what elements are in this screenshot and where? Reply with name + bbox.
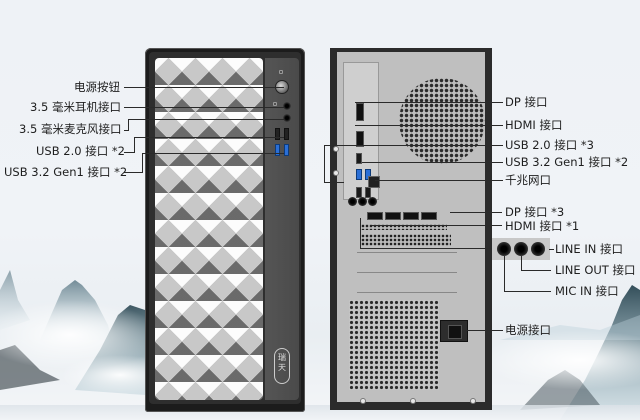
front-usb3-port-2: [284, 144, 289, 156]
screw: [333, 170, 339, 176]
front-usb2-port-2: [284, 128, 289, 140]
callout-line-power-button: [124, 87, 284, 88]
expansion-vent: [361, 234, 451, 246]
gpu-dp-port-1: [385, 212, 401, 220]
callout-line-line-out: [521, 270, 551, 271]
callout-line-usb3-v: [142, 153, 143, 173]
callout-line-usb2-v: [134, 137, 135, 152]
headphone-jack: [283, 102, 291, 110]
gpu-dp-port-3: [421, 212, 437, 220]
callout-line-mic: [128, 119, 284, 120]
rear-mic-in-jack: [348, 197, 357, 206]
rear-hdmi-port: [356, 131, 364, 147]
label-power-socket: 电源接口: [505, 323, 551, 337]
power-socket: [440, 320, 468, 342]
callout-line-mic-v: [128, 119, 129, 130]
callout-line-line-in: [549, 249, 554, 250]
callout-line-audio-v: [360, 218, 361, 248]
callout-line-line-out-v: [521, 256, 522, 270]
audio-jacks-callout: [492, 238, 550, 260]
gpu-dp-port-2: [403, 212, 419, 220]
callout-line-usb3: [142, 153, 284, 154]
callout-line-usb3-rear: [362, 162, 503, 163]
mic-in-jack-enlarged: [497, 242, 511, 256]
label-rear-usb3: USB 3.2 Gen1 接口 *2: [505, 155, 629, 169]
screw: [410, 398, 416, 404]
label-front-usb3: USB 3.2 Gen1 接口 *2: [4, 165, 128, 179]
pc-rear-view: [330, 48, 492, 410]
psu-vent-grill: [349, 300, 439, 390]
callout-line-usb2-rear-tick: [324, 182, 344, 183]
label-dp: DP 接口: [505, 95, 548, 109]
screw: [360, 398, 366, 404]
gpu-vent: [361, 224, 447, 230]
screw: [333, 146, 339, 152]
callout-line-usb3-tick: [124, 172, 143, 173]
screw: [470, 398, 476, 404]
callout-line-power-socket: [465, 330, 503, 331]
microphone-jack: [283, 114, 291, 122]
label-gigabit-lan: 千兆网口: [505, 173, 551, 187]
rear-line-in-jack: [368, 197, 377, 206]
pc-front-view: 瑞天: [145, 48, 305, 412]
rear-fan-grill: [399, 78, 485, 164]
front-io-strip: 瑞天: [265, 58, 299, 400]
label-microphone-jack: 3.5 毫米麦克风接口: [19, 122, 122, 136]
callout-line-lan: [375, 180, 503, 181]
label-rear-usb2: USB 2.0 接口 *3: [505, 138, 594, 152]
callout-line-mic-in-v: [504, 256, 505, 291]
label-front-usb2: USB 2.0 接口 *2: [36, 144, 125, 158]
callout-line-mic-in: [504, 291, 551, 292]
rear-gigabit-lan-port: [368, 176, 380, 188]
callout-line-dp3: [450, 212, 502, 213]
callout-line-usb2-tick: [124, 152, 135, 153]
expansion-slot: [357, 272, 457, 273]
rear-panel: [333, 52, 485, 402]
callout-line-headphone: [124, 107, 284, 108]
front-bezel: 瑞天: [149, 52, 301, 404]
expansion-slot: [357, 292, 457, 293]
label-line-in: LINE IN 接口: [555, 242, 623, 256]
callout-line-hdmi: [355, 125, 503, 126]
diamond-pattern-panel: [155, 58, 263, 400]
line-out-jack-enlarged: [514, 242, 528, 256]
callout-line-usb2-rear: [324, 145, 503, 146]
line-in-jack-enlarged: [531, 242, 545, 256]
label-line-out: LINE OUT 接口: [555, 263, 636, 277]
front-usb3-port-1: [275, 144, 280, 156]
expansion-slot: [357, 252, 457, 253]
label-headphone-jack: 3.5 毫米耳机接口: [30, 100, 121, 114]
front-usb2-port-1: [275, 128, 280, 140]
label-gpu-hdmi: HDMI 接口 *1: [505, 219, 580, 233]
label-power-button: 电源按钮: [74, 80, 120, 94]
label-gpu-dp: DP 接口 *3: [505, 205, 565, 219]
label-hdmi: HDMI 接口: [505, 118, 563, 132]
headphone-symbol-icon: [273, 102, 277, 106]
callout-line-usb2-rear-v: [324, 145, 325, 182]
rear-usb3-port-1: [356, 169, 362, 180]
callout-line-hdmi1: [372, 225, 502, 226]
label-mic-in: MIC IN 接口: [555, 284, 619, 298]
brand-logo-badge: 瑞天: [274, 348, 290, 384]
callout-line-usb2: [134, 137, 284, 138]
callout-line-mic-tick: [124, 130, 129, 131]
gpu-hdmi-port: [367, 212, 383, 220]
floor-reflection: [0, 405, 640, 420]
callout-line-dp: [355, 102, 503, 103]
callout-line-audio: [360, 248, 492, 249]
rear-dp-port: [356, 103, 364, 121]
power-symbol-icon: [279, 70, 283, 74]
rear-usb2-port: [356, 153, 362, 164]
rear-line-out-jack: [358, 197, 367, 206]
